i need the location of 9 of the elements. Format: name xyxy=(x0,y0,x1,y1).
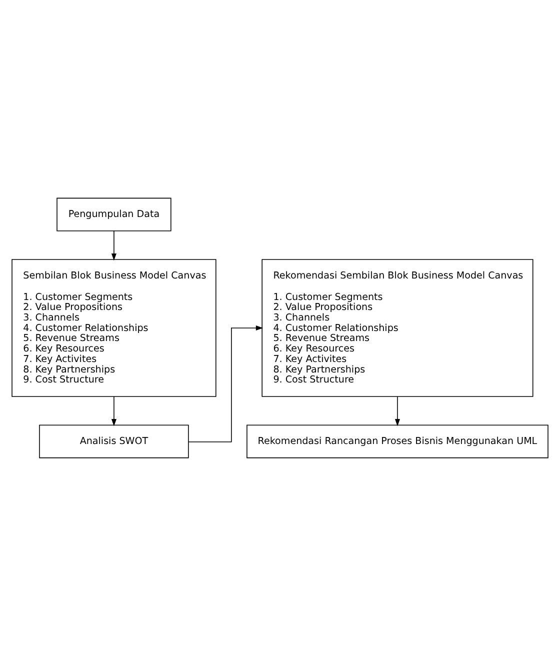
arrow xyxy=(111,230,116,260)
node-box: Sembilan Blok Business Model Canvas 1. Customer Segments 2. Value Propositions 3. Channels 4. Customer Relationships 5. Revenue Streams 6. Key Resources 7. Key Activites 8. Key Partnerships 9. Cost Structure xyxy=(12,258,216,396)
arrow xyxy=(188,324,264,442)
node-box: Rekomendasi Sembilan Blok Business Model Canvas 1. Customer Segments 2. Value Propositions 3. Channels 4. Customer Relationships 5. Revenue Streams 6. Key Resources 7. Key Activites 8. Key Partnerships 9. Cost Structure xyxy=(262,258,534,396)
arrow xyxy=(111,396,116,426)
node-box: Analisis SWOT xyxy=(39,424,189,458)
node-box: Pengumpulan Data xyxy=(56,197,172,231)
arrow xyxy=(394,396,400,426)
node-box: Rekomendasi Rancangan Proses Bisnis Menggunakan UML xyxy=(246,424,548,458)
